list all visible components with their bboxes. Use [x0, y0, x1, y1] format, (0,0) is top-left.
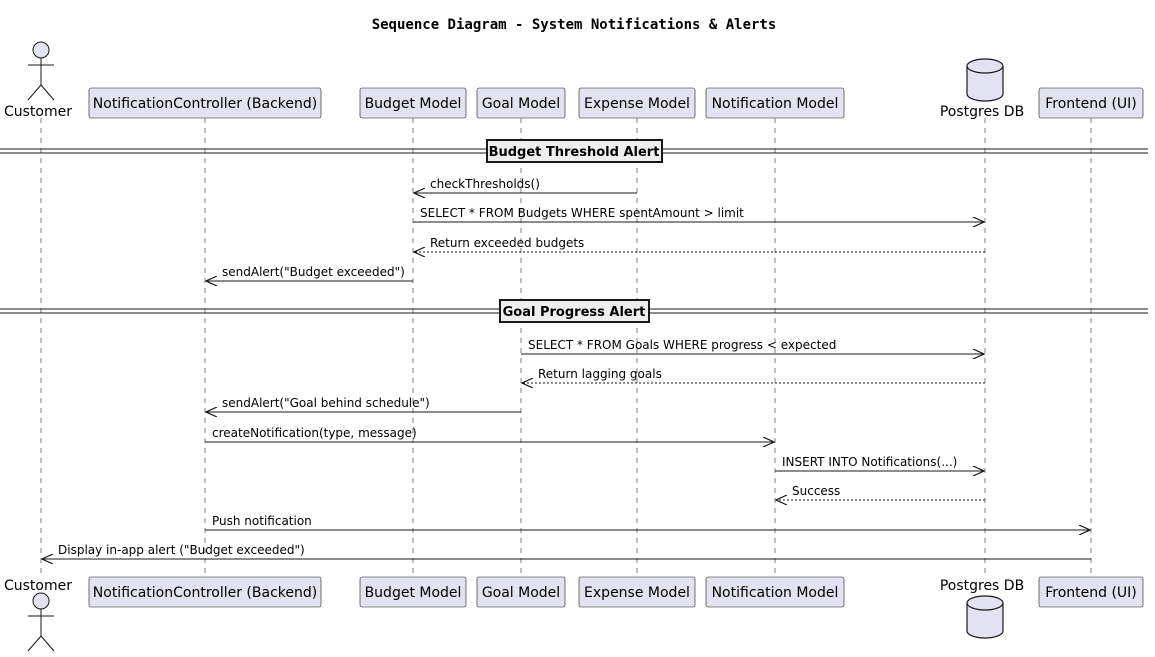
- participant-customer: Customer: [4, 578, 72, 652]
- participant-label: NotificationController (Backend): [93, 585, 317, 601]
- message-label: INSERT INTO Notifications(...): [782, 455, 957, 469]
- participant-label: Goal Model: [482, 96, 560, 112]
- message-label: createNotification(type, message): [212, 426, 417, 440]
- message-label: SELECT * FROM Goals WHERE progress < exp…: [528, 338, 836, 352]
- participant-frontend: Frontend (UI): [1038, 87, 1144, 119]
- participant-db: Postgres DB: [940, 578, 1024, 639]
- message-label: Push notification: [212, 514, 312, 528]
- message-11: Push notification: [205, 514, 1090, 530]
- group-budget-threshold-alert: Budget Threshold Alert: [0, 139, 1148, 163]
- participant-label: Goal Model: [482, 585, 560, 601]
- message-label: Return exceeded budgets: [430, 236, 584, 250]
- participant-notif_ctrl: NotificationController (Backend): [88, 576, 322, 608]
- participant-label: Frontend (UI): [1045, 585, 1137, 601]
- participant-label: Frontend (UI): [1045, 96, 1137, 112]
- participant-label: Notification Model: [712, 585, 839, 601]
- actor-icon: [27, 592, 55, 652]
- message-label: checkThresholds(): [430, 177, 540, 191]
- message-3: Return exceeded budgets: [414, 236, 985, 252]
- actor-icon: [27, 41, 55, 101]
- group-goal-progress-alert: Goal Progress Alert: [0, 299, 1148, 323]
- participant-label: NotificationController (Backend): [93, 96, 317, 112]
- message-7: sendAlert("Goal behind schedule"): [206, 396, 521, 412]
- participant-label: Postgres DB: [940, 578, 1024, 594]
- group-label: Goal Progress Alert: [503, 305, 646, 320]
- participant-goal: Goal Model: [476, 576, 566, 608]
- message-6: Return lagging goals: [522, 367, 985, 383]
- participant-notif_model: Notification Model: [705, 87, 845, 119]
- participant-budget: Budget Model: [359, 576, 467, 608]
- participant-expense: Expense Model: [578, 576, 696, 608]
- message-10: Success: [776, 484, 985, 500]
- diagram-title: Sequence Diagram - System Notifications …: [372, 17, 777, 33]
- message-label: sendAlert("Budget exceeded"): [222, 265, 405, 279]
- database-icon: [966, 58, 1004, 102]
- message-label: Display in-app alert ("Budget exceeded"): [58, 543, 305, 557]
- message-8: createNotification(type, message): [205, 426, 774, 442]
- participant-label: Notification Model: [712, 96, 839, 112]
- participant-notif_model: Notification Model: [705, 576, 845, 608]
- participant-label: Budget Model: [365, 585, 462, 601]
- messages: checkThresholds() SELECT * FROM Budgets W…: [42, 177, 1091, 559]
- participant-label: Customer: [4, 104, 72, 120]
- participant-label: Expense Model: [584, 96, 690, 112]
- participant-frontend: Frontend (UI): [1038, 576, 1144, 608]
- message-2: SELECT * FROM Budgets WHERE spentAmount …: [413, 206, 984, 222]
- participant-budget: Budget Model: [359, 87, 467, 119]
- message-label: Return lagging goals: [538, 367, 662, 381]
- message-label: Success: [792, 484, 840, 498]
- message-12: Display in-app alert ("Budget exceeded"): [42, 543, 1091, 559]
- participant-customer: Customer: [4, 41, 72, 120]
- message-4: sendAlert("Budget exceeded"): [206, 265, 413, 281]
- message-9: INSERT INTO Notifications(...): [775, 455, 984, 471]
- message-label: sendAlert("Goal behind schedule"): [222, 396, 430, 410]
- participant-notif_ctrl: NotificationController (Backend): [88, 87, 322, 119]
- participant-label: Budget Model: [365, 96, 462, 112]
- participant-expense: Expense Model: [578, 87, 696, 119]
- message-5: SELECT * FROM Goals WHERE progress < exp…: [521, 338, 984, 354]
- participant-heads-top: Customer NotificationController (Backend)…: [4, 41, 1144, 120]
- participant-label: Postgres DB: [940, 104, 1024, 120]
- participant-label: Expense Model: [584, 585, 690, 601]
- participant-goal: Goal Model: [476, 87, 566, 119]
- participant-heads-bottom: Customer NotificationController (Backend)…: [4, 576, 1144, 652]
- participant-db: Postgres DB: [940, 58, 1024, 120]
- database-icon: [966, 595, 1004, 639]
- message-1: checkThresholds(): [414, 177, 637, 193]
- group-label: Budget Threshold Alert: [489, 145, 660, 160]
- message-label: SELECT * FROM Budgets WHERE spentAmount …: [420, 206, 744, 220]
- participant-label: Customer: [4, 578, 72, 594]
